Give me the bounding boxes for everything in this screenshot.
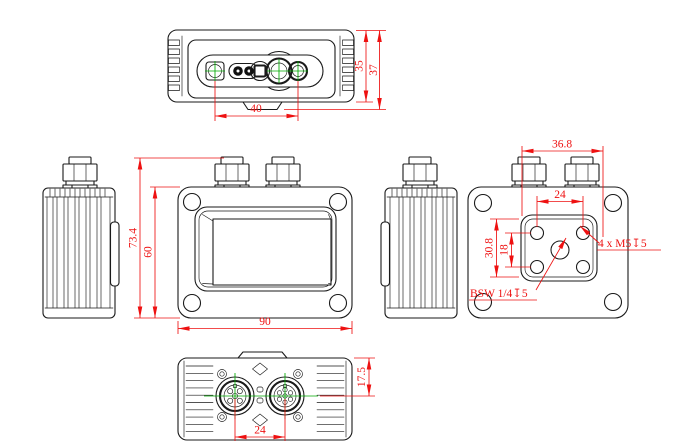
plate-screw-hole [293,412,303,422]
dim-hole-spacing-h: 24 [554,189,566,201]
back-dimensions: 36.8 24 30.8 18 4 x M5↧5 BSW 1/4↧5 [469,139,661,301]
corner-screw-hole [603,193,623,213]
bottom-left-fins [183,360,214,438]
corner-screw-hole [328,293,348,313]
bottom-right-fins [316,360,347,438]
connector-plug [511,156,547,189]
dim-connector-offset: 17.5 [356,367,368,387]
left-side-bump [109,221,120,287]
corner-screw-hole [603,292,623,312]
bottom-view: 24 17.5 [177,351,375,441]
top-right-fins [339,35,354,97]
right-fins [386,188,456,309]
top-bottom-tab [242,101,283,111]
note-center-hole: BSW 1/4↧5 [470,288,528,300]
dim-overall-height: 73.4 [128,228,140,248]
main-lens [265,57,293,85]
dim-boss-height: 30.8 [484,238,496,258]
top-left-fins [168,35,183,97]
dim-body-width: 90 [259,316,271,328]
side-view-left [42,156,120,319]
dim-hole-spacing-v: 18 [499,244,511,256]
bottom-dimensions: 24 17.5 [234,357,375,441]
leader-bsw [535,237,567,291]
corner-screw-hole [473,193,493,213]
right-side-bump [380,221,391,287]
connector-plug [214,156,250,189]
dim-connector-spacing: 24 [254,425,266,437]
dim-connector-spacing: 36.8 [552,139,572,151]
front-view: 73.4 60 90 [128,156,353,334]
bottom-top-tab [237,351,288,359]
dim-body-height: 35 [354,60,366,72]
top-dimensions: 40 35 37 [214,30,386,121]
top-view: 40 35 37 [167,29,386,121]
m5-hole [529,259,545,275]
back-view: 36.8 24 30.8 18 4 x M5↧5 BSW 1/4↧5 [467,139,661,319]
connector-plate-details [217,362,303,427]
corner-screw-hole [473,292,493,312]
m5-hole [529,225,545,241]
plate-screw-hole [293,369,303,379]
aux-lens-left [205,61,225,81]
mounting-boss [520,214,598,282]
leader-m5 [579,225,600,244]
connector-plug [265,156,301,189]
connector-plug [564,156,600,189]
corner-screw-hole [182,192,202,212]
plate-screw-hole [217,369,227,379]
corner-screw-hole [182,293,202,313]
dim-overall-height: 37 [368,64,380,76]
plate-screw-hole [217,412,227,422]
bsw-center-hole [550,240,570,260]
note-corner-holes: 4 x M5↧5 [598,238,647,250]
connector-plug [62,156,98,189]
corner-screw-hole [328,192,348,212]
m5-hole [575,259,591,275]
dim-optics-spacing: 40 [250,103,262,115]
aux-lens-right [287,60,309,82]
side-view-right [380,156,458,319]
front-window-recess [194,206,337,292]
connector-plug [402,156,438,189]
left-fins [44,188,114,309]
dim-body-height: 60 [143,246,155,258]
front-dimensions: 73.4 60 90 [128,157,353,334]
